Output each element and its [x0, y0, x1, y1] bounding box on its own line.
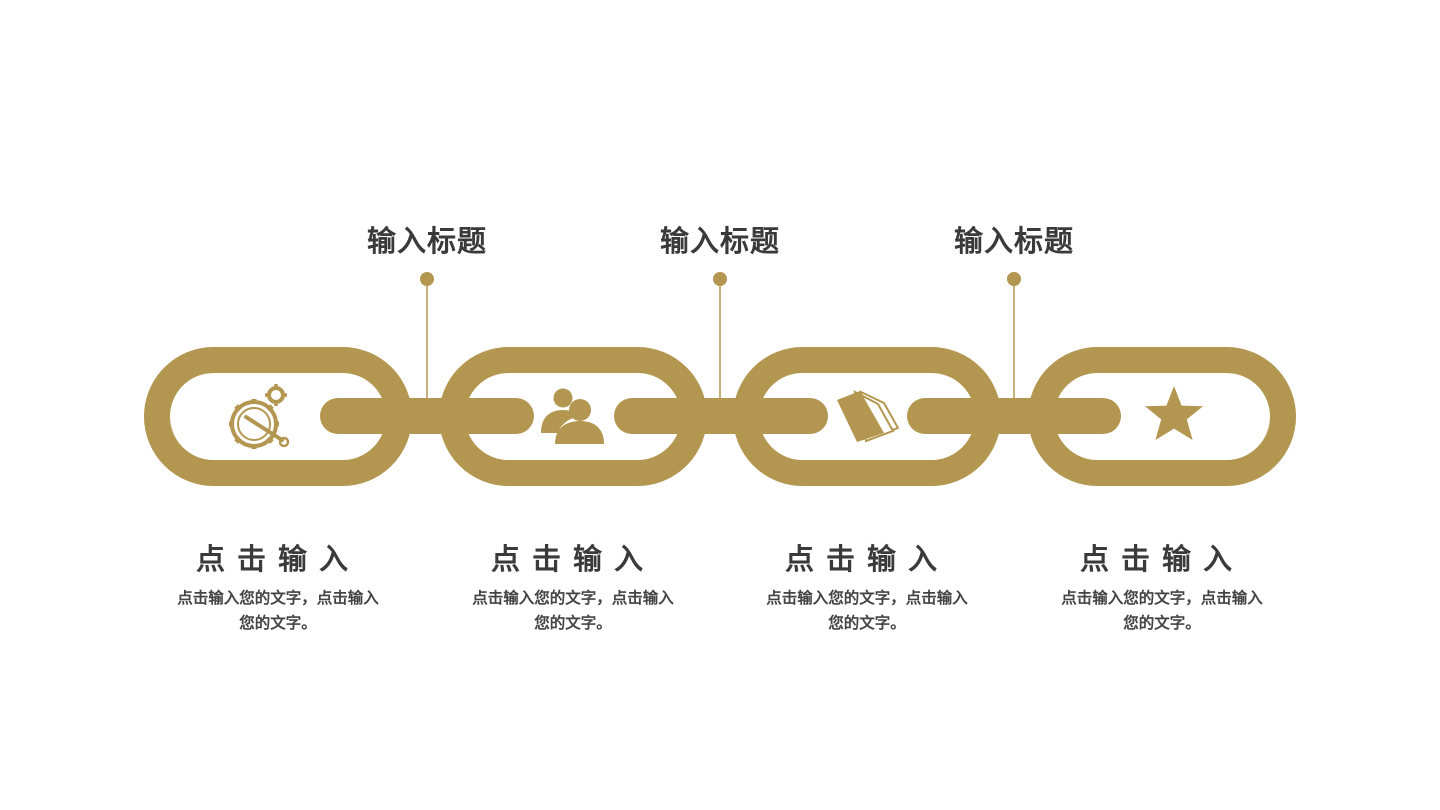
connector-2: [713, 272, 727, 398]
link-desc-2: 点击输入您的文字，点击输入您的文字。: [472, 589, 674, 632]
link-desc-3: 点击输入您的文字，点击输入您的文字。: [766, 589, 968, 632]
link-title-1: 点击输入: [195, 542, 360, 576]
books-icon: [837, 390, 900, 443]
connector-title-3: 输入标题: [953, 224, 1074, 258]
gears-wrench-icon: [229, 384, 290, 449]
chain-bar-1: [320, 398, 534, 434]
star-icon: [1145, 386, 1203, 440]
link-title-3: 点击输入: [784, 542, 949, 576]
link-title-4: 点击输入: [1079, 542, 1244, 576]
users-icon: [541, 388, 604, 444]
link-desc-4: 点击输入您的文字，点击输入您的文字。: [1061, 589, 1263, 632]
chain-bar-2: [614, 398, 828, 434]
connector-title-1: 输入标题: [366, 224, 487, 258]
connector-3: [1007, 272, 1021, 398]
connector-1: [420, 272, 434, 398]
connector-title-2: 输入标题: [659, 224, 780, 258]
link-title-2: 点击输入: [490, 542, 655, 576]
chain-bar-3: [907, 398, 1121, 434]
link-desc-1: 点击输入您的文字，点击输入您的文字。: [177, 589, 379, 632]
